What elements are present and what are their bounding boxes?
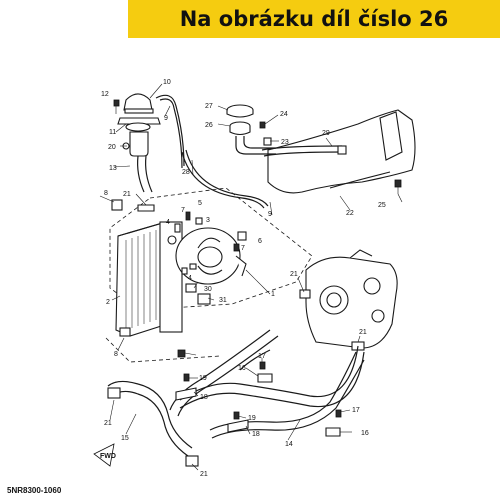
cooling-fan: [175, 227, 247, 285]
collar-4a: [174, 223, 181, 233]
callout-labels: 10 12 9 11 20 13 28 27 26 24 23 29 22 25…: [101, 79, 386, 478]
bracket-16b: [325, 427, 341, 437]
callout-26: 26: [205, 122, 213, 129]
callout-11: 11: [109, 129, 116, 136]
bolt-8c: [177, 349, 186, 358]
bolt-19a: [183, 373, 190, 382]
clamp-21b: [299, 289, 311, 299]
bolt-17b: [335, 409, 342, 418]
callout-21c: 21: [359, 329, 367, 336]
clip-18b: [227, 419, 249, 433]
callout-16b: 16: [361, 430, 369, 437]
callout-5: 5: [198, 200, 202, 207]
reservoir-bracket: [117, 117, 161, 132]
bolt-17a: [259, 361, 266, 370]
bracket-16a: [257, 373, 273, 383]
banner-text: Na obrázku díl číslo 26: [179, 7, 449, 31]
callout-8a: 8: [104, 190, 108, 197]
callout-3: 3: [206, 217, 210, 224]
bolt-25: [394, 179, 402, 194]
callout-4a: 4: [166, 219, 170, 226]
callout-29: 29: [322, 130, 330, 137]
clamp-21a: [137, 204, 155, 212]
bolt-7b: [233, 243, 240, 252]
callout-18a: 18: [200, 394, 208, 401]
bolt-19b: [233, 411, 240, 420]
hose-28: [185, 149, 269, 207]
leader-lines: [99, 83, 403, 471]
callout-17b: 17: [352, 407, 360, 414]
reservoir-cap: [123, 93, 154, 114]
highlight-banner: Na obrázku díl číslo 26: [128, 0, 500, 38]
grommet-3: [195, 217, 203, 225]
callout-21e: 21: [200, 471, 208, 478]
switch-31: [197, 293, 211, 305]
grommet-8a: [111, 199, 123, 211]
bolt-24: [259, 121, 266, 129]
assembly-outline: [109, 187, 313, 311]
callout-20: 20: [108, 144, 116, 151]
callout-28: 28: [182, 169, 190, 176]
hose-15b: [169, 329, 279, 417]
clamp-21e: [185, 455, 199, 467]
callout-21a: 21: [123, 191, 131, 198]
bolt-12: [113, 99, 120, 114]
collar-4b: [181, 267, 188, 275]
sensor-30: [185, 283, 197, 293]
fwd-arrow-icon: FWD: [93, 443, 116, 467]
hose-29: [261, 145, 347, 157]
catalog-code: 5NR8300-1060: [7, 486, 62, 495]
callout-1: 1: [271, 291, 275, 298]
callout-25: 25: [378, 202, 386, 209]
callout-19b: 19: [248, 415, 256, 422]
callout-7b: 7: [241, 245, 245, 252]
callout-27: 27: [205, 103, 213, 110]
callout-21b: 21: [290, 271, 298, 278]
filler-neck-26: [229, 121, 251, 136]
callout-7a: 7: [181, 207, 185, 214]
radiator: [115, 221, 183, 337]
radiator-cap-27: [226, 104, 254, 118]
clip-18a: [175, 387, 197, 401]
callout-22: 22: [346, 210, 354, 217]
breather-hose-9a: [155, 94, 185, 167]
callout-10: 10: [163, 79, 171, 86]
bolt-7a: [185, 211, 191, 221]
hose-14: [179, 345, 365, 409]
callout-19a: 19: [199, 375, 207, 382]
hose-15: [107, 380, 193, 457]
clamp-21d: [107, 387, 121, 399]
callout-18b: 18: [252, 431, 260, 438]
nut-5: [189, 263, 197, 270]
callout-9b: 9: [268, 211, 272, 218]
reservoir-outlet-hose: [137, 155, 153, 193]
callout-15: 15: [121, 435, 129, 442]
callout-16a: 16: [238, 365, 246, 372]
callout-30: 30: [204, 286, 212, 293]
callout-14: 14: [285, 441, 293, 448]
callout-4b: 4: [188, 275, 192, 282]
neck-pipe-23: [235, 136, 276, 155]
callout-21d: 21: [104, 420, 112, 427]
damper-6: [237, 231, 247, 241]
reservoir-tank: [129, 131, 149, 157]
callout-12: 12: [101, 91, 109, 98]
callout-23: 23: [281, 139, 289, 146]
callout-31: 31: [219, 297, 227, 304]
callout-24: 24: [280, 111, 288, 118]
callout-13: 13: [109, 165, 117, 172]
svg-text:FWD: FWD: [100, 453, 116, 460]
callout-6: 6: [258, 238, 262, 245]
callout-2: 2: [106, 299, 110, 306]
callout-8b: 8: [114, 351, 118, 358]
engine-block: [305, 249, 398, 349]
callout-9a: 9: [164, 115, 168, 122]
grommet-8b: [119, 327, 131, 337]
callout-17a: 17: [258, 353, 266, 360]
